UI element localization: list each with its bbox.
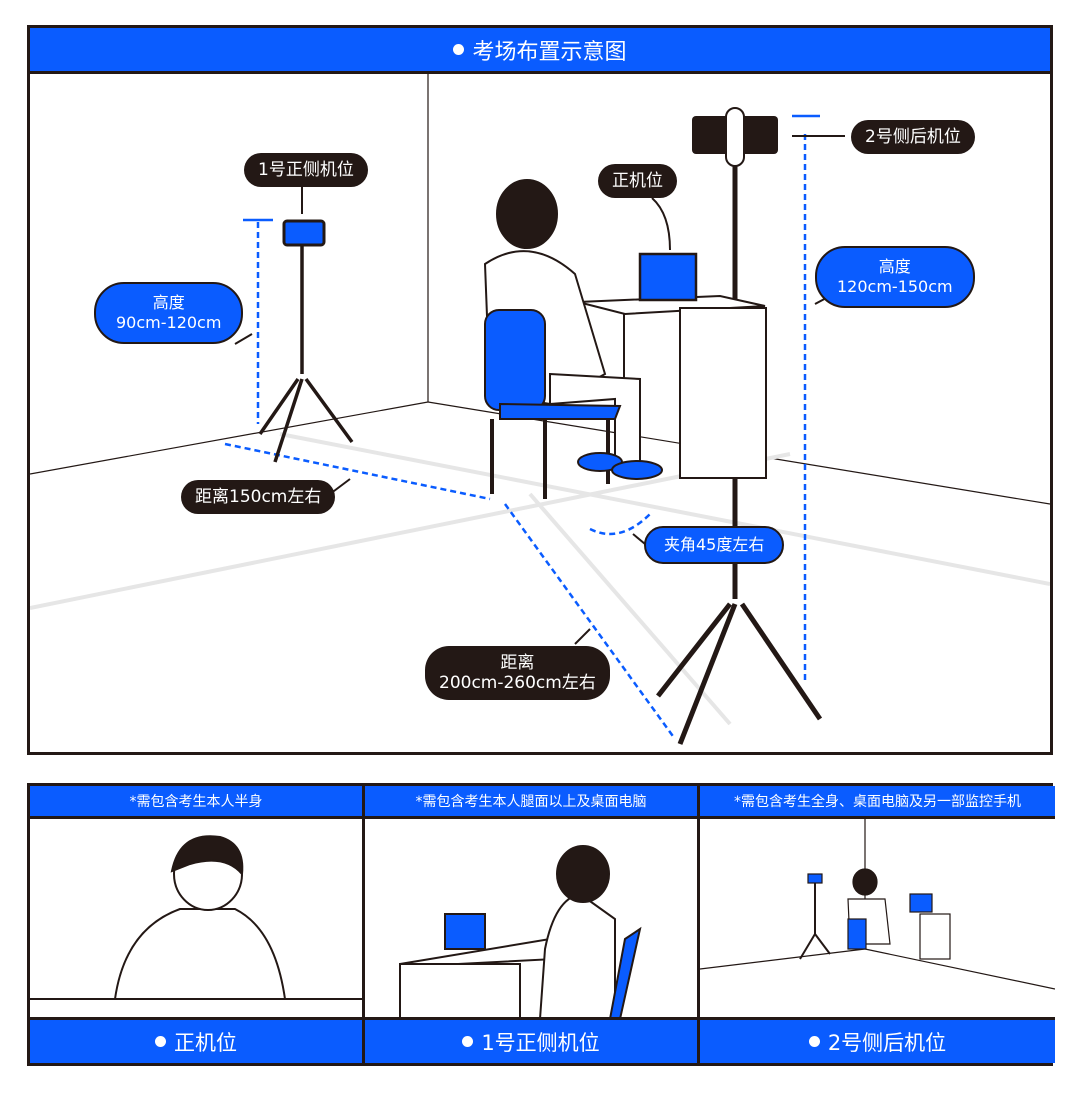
- front-view-illustration: [30, 819, 362, 1017]
- label-angle: 夹角45度左右: [644, 526, 785, 564]
- label-distance-cam2: 距离 200cm-260cm左右: [425, 646, 610, 700]
- bullet-icon: [155, 1036, 166, 1047]
- camera-views: *需包含考生本人半身 正机位 *需包含考生本人腿面以上及桌面电脑 1号正侧机位 …: [27, 783, 1055, 1066]
- cam1-view-illustration: [365, 819, 697, 1017]
- bullet-icon: [808, 1036, 820, 1047]
- label-cam2: 2号侧后机位: [851, 120, 975, 154]
- label-height-cam1: 高度 90cm-120cm: [94, 282, 244, 344]
- distance-label: 距离: [500, 653, 535, 673]
- panel-title-text: 2号侧后机位: [827, 1030, 947, 1055]
- room-scene: 1号正侧机位 正机位 2号侧后机位 高度 90cm-120cm 高度 120cm…: [29, 74, 1051, 752]
- label-distance-cam1: 距离150cm左右: [181, 480, 336, 514]
- label-height-cam2: 高度 120cm-150cm: [815, 246, 975, 308]
- panel-title-text: 1号正侧机位: [481, 1030, 600, 1055]
- layout-diagram: 考场布置示意图: [27, 25, 1053, 755]
- laptop-icon: [638, 252, 698, 302]
- panel-caption: *需包含考生全身、桌面电脑及另一部监控手机: [700, 786, 1055, 816]
- panel-title: 1号正侧机位: [365, 1020, 697, 1063]
- panel-front-cam: *需包含考生本人半身 正机位: [30, 786, 362, 1063]
- diagram-header: 考场布置示意图: [30, 28, 1050, 74]
- height-value: 90cm-120cm: [116, 313, 222, 332]
- diagram-title: 考场布置示意图: [472, 39, 627, 65]
- height-label: 高度: [878, 257, 911, 276]
- phone-icon: [282, 219, 326, 247]
- label-cam1: 1号正侧机位: [244, 153, 368, 187]
- panel-title: 正机位: [30, 1020, 362, 1063]
- height-label: 高度: [152, 293, 185, 312]
- height-value: 120cm-150cm: [837, 277, 953, 296]
- panel-caption: *需包含考生本人半身: [30, 786, 362, 816]
- panel-cam2: *需包含考生全身、桌面电脑及另一部监控手机 2号侧后机位: [700, 786, 1055, 1063]
- panel-title: 2号侧后机位: [700, 1020, 1055, 1063]
- distance-value: 200cm-260cm左右: [439, 673, 596, 693]
- bullet-icon: [453, 44, 465, 55]
- bullet-icon: [462, 1036, 474, 1047]
- panel-caption: *需包含考生本人腿面以上及桌面电脑: [365, 786, 697, 816]
- panel-cam1: *需包含考生本人腿面以上及桌面电脑 1号正侧机位: [365, 786, 697, 1063]
- room-illustration: [29, 74, 1051, 745]
- label-front-cam: 正机位: [598, 164, 677, 198]
- cam2-view-illustration: [700, 819, 1055, 1017]
- panel-title-text: 正机位: [174, 1030, 237, 1055]
